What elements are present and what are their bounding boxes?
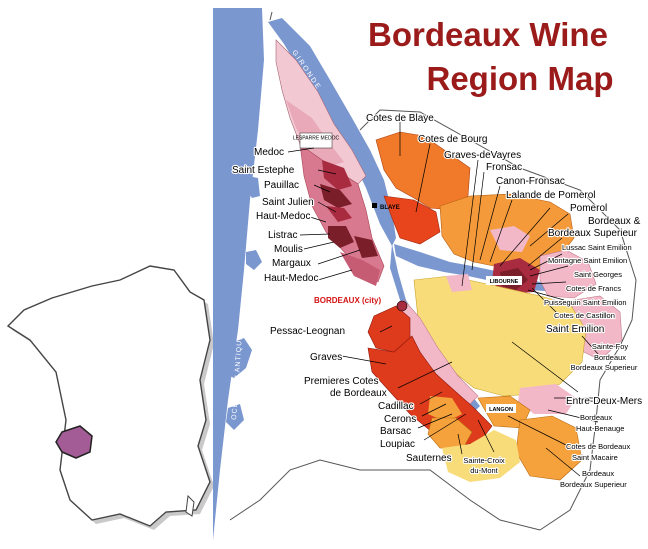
entre-deux-mers-area bbox=[399, 274, 587, 481]
label-cadillac: Cadillac bbox=[378, 401, 414, 412]
bassin-arcachon bbox=[222, 338, 252, 378]
label-cotes-de-francs: Cotes de Francs bbox=[566, 284, 621, 293]
label-bordeaux-superieur-1a: Bordeaux & bbox=[588, 216, 641, 227]
leader-lines bbox=[287, 122, 600, 477]
region-graves-de-vayres bbox=[446, 274, 472, 292]
label-listrac: Listrac bbox=[268, 230, 297, 241]
label-bordeaux-superieur-2a: Bordeaux bbox=[582, 469, 614, 478]
region-saint-estephe bbox=[322, 160, 352, 190]
label-premieres-cotes-b: de Bordeaux bbox=[330, 388, 387, 399]
gironde-border bbox=[229, 11, 637, 531]
lesparre-marker bbox=[299, 132, 333, 149]
france-outline bbox=[6, 265, 211, 527]
region-haut-benauge bbox=[518, 384, 576, 414]
label-sainte-foy-b: Bordeaux bbox=[594, 353, 626, 362]
region-cerons-barsac bbox=[428, 396, 462, 422]
label-pessac-leognan: Pessac-Leognan bbox=[270, 326, 345, 337]
label-sainte-croix-b: du-Mont bbox=[470, 466, 498, 475]
label-premieres-cotes-a: Premieres Cotes bbox=[304, 376, 378, 387]
label-medoc: Medoc bbox=[254, 147, 284, 158]
label-saint-georges: Saint Georges bbox=[574, 270, 622, 279]
libourne-marker bbox=[486, 276, 522, 285]
atlantic-ocean bbox=[213, 8, 264, 540]
label-canon-fronsac: Canon-Fronsac bbox=[496, 176, 565, 187]
label-bordeaux-superieur-1b: Bordeaux Superieur bbox=[548, 228, 638, 239]
graves-area bbox=[367, 305, 520, 482]
label-haut-medoc-2: Haut-Medoc bbox=[264, 273, 318, 284]
label-barsac: Barsac bbox=[380, 426, 411, 437]
lake-hourtin bbox=[246, 176, 260, 198]
label-fronsac: Fronsac bbox=[486, 162, 522, 173]
libourne-label: LIBOURNE bbox=[490, 279, 519, 285]
label-sainte-foy-a: Sainte-Foy bbox=[592, 342, 629, 351]
label-graves: Graves bbox=[310, 352, 342, 363]
medoc-peninsula bbox=[275, 39, 385, 286]
label-loupiac: Loupiac bbox=[380, 439, 415, 450]
town-markers: LESPARRE MEDOC BLAYE LIBOURNE LANGON BOR… bbox=[293, 132, 522, 413]
label-saint-emilion: Saint Emilion bbox=[546, 324, 604, 335]
label-graves-de-vayres: Graves-deVayres bbox=[444, 150, 521, 161]
region-listrac-moulis bbox=[328, 226, 354, 248]
bordeaux-city-label: BORDEAUX (city) bbox=[314, 296, 381, 305]
label-bordeaux-superieur-2b: Bordeaux Superieur bbox=[560, 480, 627, 489]
label-pomerol: Pomerol bbox=[570, 203, 607, 214]
gironde-estuary bbox=[268, 18, 396, 246]
label-saint-estephe: Saint Estephe bbox=[232, 165, 295, 176]
label-entre-deux-mers: Entre-Deux-Mers bbox=[566, 396, 642, 407]
corsica bbox=[185, 494, 195, 517]
region-south-graves bbox=[442, 430, 520, 482]
title-line2: Region Map bbox=[427, 60, 614, 97]
label-moulis: Moulis bbox=[274, 244, 303, 255]
blaye-marker bbox=[372, 203, 377, 208]
label-haut-medoc-1: Haut-Medoc bbox=[256, 211, 310, 222]
label-haut-benauge-b: Haut-Benauge bbox=[576, 424, 624, 433]
label-sainte-croix-a: Sainte-Croix bbox=[463, 456, 505, 465]
lesparre-label-line1: LESPARRE MEDOC bbox=[293, 136, 340, 142]
region-margaux bbox=[354, 236, 378, 258]
label-lalande-de-pomerol: Lalande de Pomerol bbox=[506, 190, 596, 201]
label-puisseguin: Puisseguin Saint Emilion bbox=[544, 298, 627, 307]
label-saint-julien: Saint Julien bbox=[262, 197, 314, 208]
label-sauternes: Sauternes bbox=[406, 453, 452, 464]
label-lussac: Lussac Saint Emilion bbox=[562, 243, 632, 252]
langon-label: LANGON bbox=[489, 407, 513, 413]
region-pauillac bbox=[320, 184, 352, 208]
label-saint-macaire-a: Cotes de Bordeaux bbox=[566, 442, 630, 451]
france-inset bbox=[6, 265, 214, 530]
label-sainte-foy-c: Bordeaux Superieur bbox=[571, 363, 638, 372]
label-margaux: Margaux bbox=[272, 258, 311, 269]
blaye-label: BLAYE bbox=[380, 205, 400, 211]
lake-lacanau bbox=[246, 250, 262, 270]
label-pauillac: Pauillac bbox=[264, 180, 299, 191]
label-haut-benauge-a: Bordeaux bbox=[580, 413, 612, 422]
region-haut-medoc-south bbox=[340, 252, 380, 286]
langon-marker bbox=[486, 404, 516, 413]
title-line1: Bordeaux Wine bbox=[368, 16, 608, 53]
label-cotes-de-blaye: Cotes de Blaye bbox=[366, 113, 434, 124]
label-montagne: Montagne Saint Emilion bbox=[548, 256, 627, 265]
lake-cazaux bbox=[226, 404, 244, 430]
bordeaux-region-highlight bbox=[55, 425, 93, 459]
region-cotes-de-bourg bbox=[383, 195, 441, 245]
label-cerons: Cerons bbox=[384, 414, 416, 425]
label-cotes-de-bourg: Cotes de Bourg bbox=[418, 134, 488, 145]
appellation-labels: Medoc Saint Estephe Pauillac Saint Julie… bbox=[231, 112, 643, 490]
bordeaux-city-marker bbox=[396, 300, 408, 312]
region-pomerol bbox=[490, 226, 530, 252]
label-saint-macaire-b: Saint Macaire bbox=[572, 453, 618, 462]
region-graves bbox=[367, 335, 493, 447]
region-castillon-francs bbox=[539, 249, 597, 299]
label-cotes-de-castillon: Cotes de Castillon bbox=[554, 311, 615, 320]
